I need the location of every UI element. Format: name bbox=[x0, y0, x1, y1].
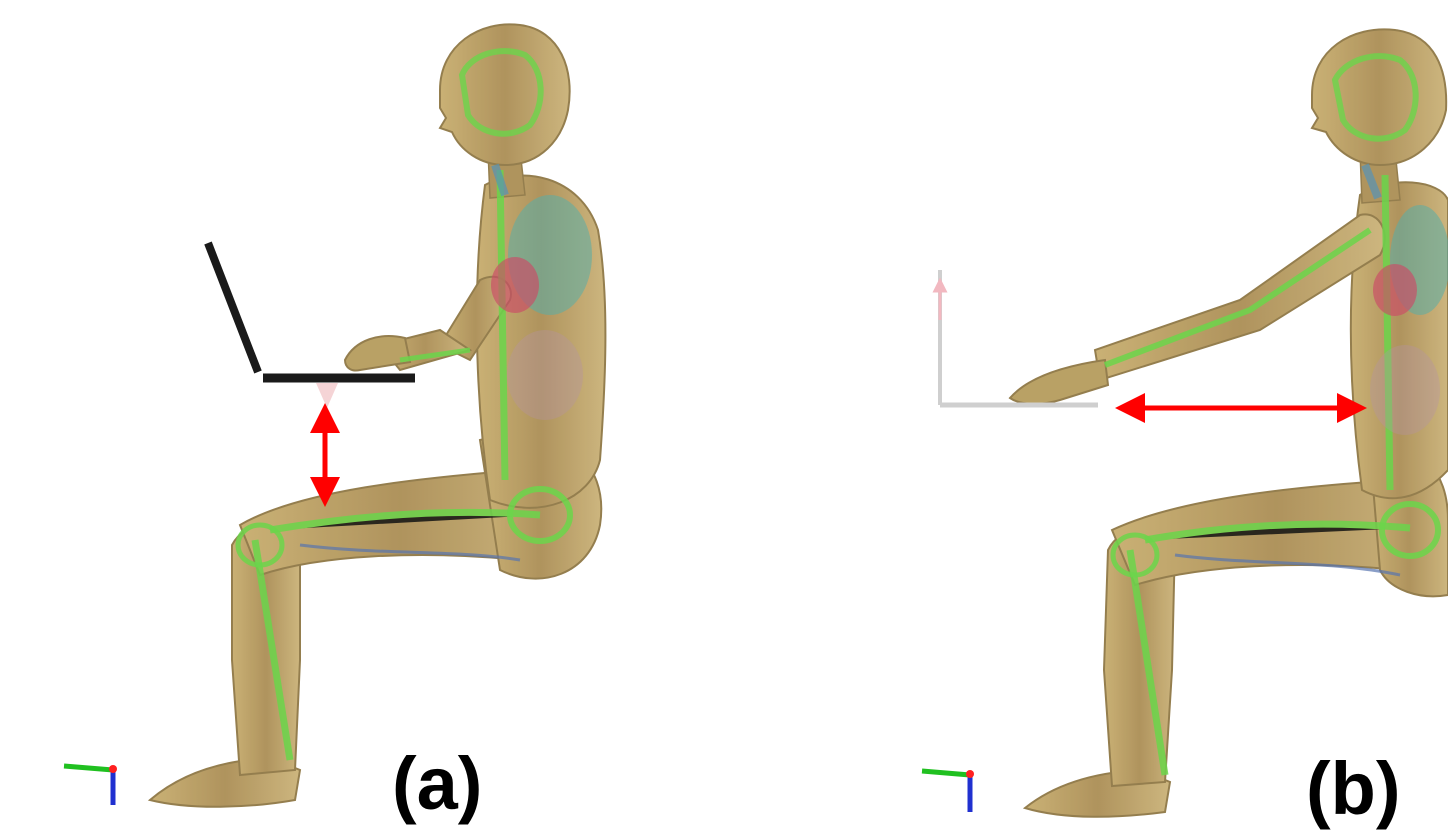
xyz-axis-triad-icon bbox=[64, 765, 117, 805]
laptop-contact-marker bbox=[316, 383, 338, 408]
panel-b bbox=[922, 29, 1448, 816]
xyz-axis-triad-icon bbox=[922, 770, 974, 812]
panel-a bbox=[64, 24, 605, 806]
human-body-model-b bbox=[1010, 29, 1448, 816]
panel-label-b: (b) bbox=[1306, 752, 1401, 826]
human-body-model-a bbox=[150, 24, 605, 806]
panel-label-a: (a) bbox=[392, 747, 482, 821]
